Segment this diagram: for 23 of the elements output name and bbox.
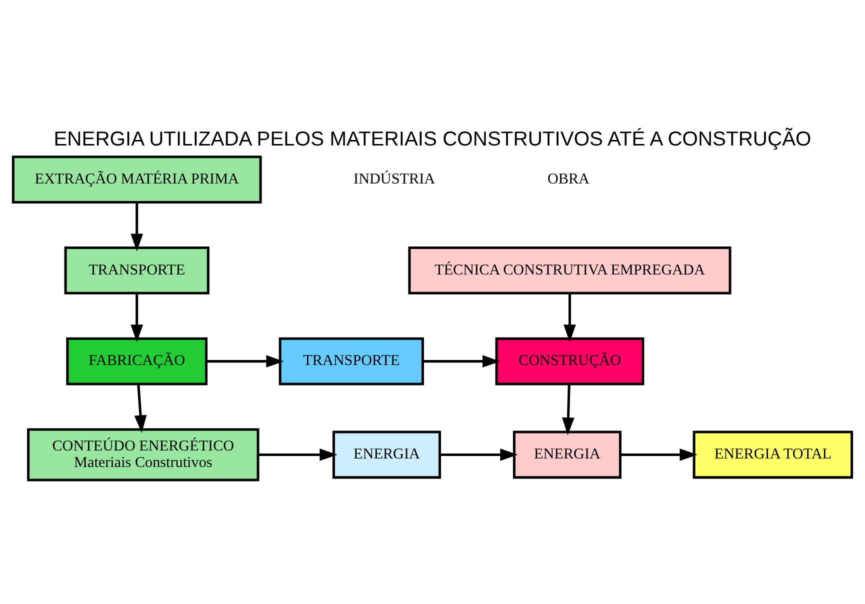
node-box: CONSTRUÇÃO bbox=[495, 337, 644, 386]
node-box: CONTEÚDO ENERGÉTICO Materiais Construtivos bbox=[27, 428, 260, 482]
node-box: TÉCNICA CONSTRUTIVA EMPREGADA bbox=[408, 246, 732, 294]
node-box: FABRICAÇÃO bbox=[66, 337, 208, 386]
node-box: ENERGIA bbox=[512, 430, 622, 479]
arrow bbox=[423, 355, 500, 368]
node-box: TRANSPORTE bbox=[278, 337, 424, 386]
arrow bbox=[620, 448, 698, 461]
node-box: TRANSPORTE bbox=[64, 246, 210, 294]
node-box: ENERGIA TOTAL bbox=[692, 430, 854, 479]
arrow bbox=[258, 448, 338, 461]
arrow bbox=[130, 202, 144, 252]
arrow bbox=[206, 355, 284, 368]
diagram-title: ENERGIA UTILIZADA PELOS MATERIAIS CONSTRUTIVOS ATÉ A CONSTRUÇÃO bbox=[54, 128, 812, 150]
label: OBRA bbox=[547, 171, 590, 188]
node-box: EXTRAÇÃO MATÉRIA PRIMA bbox=[12, 156, 262, 204]
node-box: ENERGIA bbox=[332, 430, 442, 479]
label: INDÚSTRIA bbox=[354, 171, 436, 188]
arrow bbox=[564, 294, 576, 342]
arrow bbox=[130, 294, 144, 342]
arrow bbox=[440, 448, 518, 461]
arrow bbox=[134, 384, 147, 433]
arrow bbox=[562, 384, 574, 436]
